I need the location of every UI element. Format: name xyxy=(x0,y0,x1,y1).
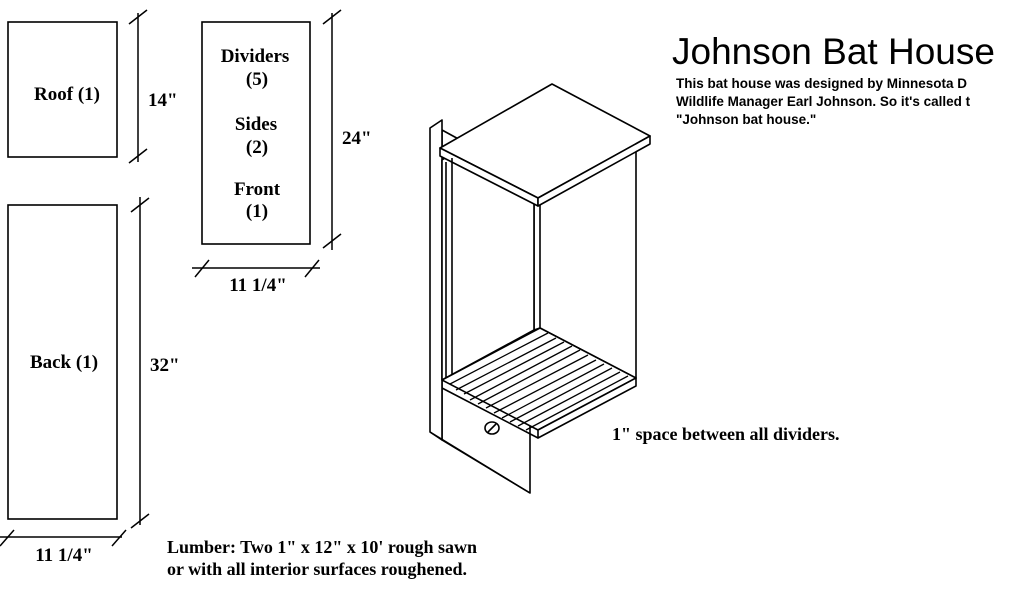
front-label: Front xyxy=(234,179,281,200)
back-width-label: 11 1/4" xyxy=(35,545,93,566)
sides-label: Sides xyxy=(235,114,277,135)
sides-count: (2) xyxy=(246,137,268,158)
back-height-label: 32" xyxy=(150,355,180,376)
description-line-3: "Johnson bat house." xyxy=(676,112,816,127)
front-count: (1) xyxy=(246,201,268,222)
back-board-edge xyxy=(429,119,443,441)
description-line-2: Wildlife Manager Earl Johnson. So it's c… xyxy=(676,94,971,109)
roof-piece: Roof (1) xyxy=(7,21,118,158)
lumber-note-line-1: Lumber: Two 1" x 12" x 10' rough sawn xyxy=(167,537,477,557)
roof-label: Roof (1) xyxy=(34,84,100,105)
spacing-note: 1" space between all dividers. xyxy=(612,424,839,444)
lumber-note-line-2: or with all interior surfaces roughened. xyxy=(167,559,467,579)
roof-height-dimension xyxy=(128,9,148,164)
page-title: Johnson Bat House xyxy=(672,31,995,72)
group-piece: Dividers (5) Sides (2) Front (1) xyxy=(201,21,311,245)
group-height-label: 24" xyxy=(342,128,372,149)
back-width-dimension xyxy=(0,529,127,547)
description-line-1: This bat house was designed by Minnesota… xyxy=(676,76,967,91)
back-height-dimension xyxy=(130,197,150,529)
back-piece: Back (1) xyxy=(7,204,118,520)
group-width-dimension xyxy=(192,259,320,278)
dividers-label: Dividers xyxy=(221,46,290,67)
group-width-label: 11 1/4" xyxy=(229,275,287,296)
group-height-dimension xyxy=(322,9,342,250)
roof-height-label: 14" xyxy=(148,90,178,111)
dividers-count: (5) xyxy=(246,69,268,90)
roof-side-edge xyxy=(537,135,651,207)
back-label: Back (1) xyxy=(30,352,98,373)
bat-house-illustration xyxy=(429,83,651,494)
front-bottom-edge xyxy=(537,377,637,439)
divider-slats xyxy=(449,332,629,431)
